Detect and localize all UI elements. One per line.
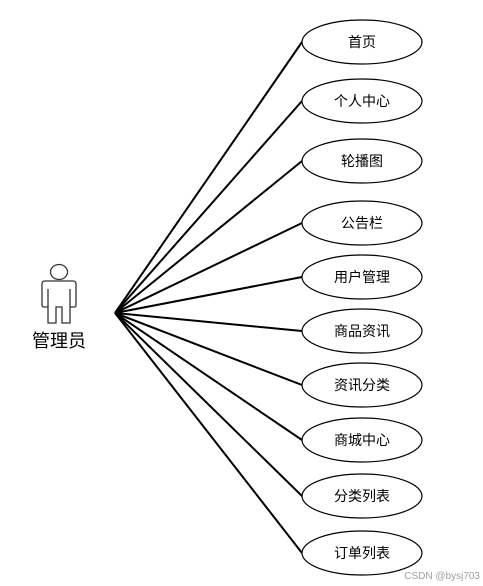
association-line — [114, 312, 303, 441]
use-case: 用户管理 — [301, 254, 423, 300]
use-case-ellipse — [301, 362, 423, 408]
association-line — [114, 222, 303, 314]
use-case-label: 公告栏 — [341, 216, 383, 232]
use-case: 订单列表 — [301, 530, 423, 576]
use-case-list: 首页 个人中心 轮播图 公告栏 用户管理 商品资讯 资讯分类 商城中心 — [301, 19, 423, 576]
use-case-ellipse — [301, 417, 423, 463]
association-line — [114, 160, 303, 314]
association-line — [114, 312, 303, 554]
use-case: 公告栏 — [301, 200, 423, 246]
association-line — [114, 100, 303, 314]
actor-icon — [41, 263, 77, 324]
use-case: 个人中心 — [301, 78, 423, 124]
use-case-label: 首页 — [348, 35, 376, 51]
use-case-ellipse — [301, 200, 423, 246]
use-case-label: 用户管理 — [334, 269, 390, 286]
use-case-label: 商城中心 — [334, 433, 390, 449]
use-case-ellipse — [301, 530, 423, 576]
use-case: 分类列表 — [301, 473, 423, 519]
use-case: 轮播图 — [301, 138, 423, 184]
use-case-ellipse — [301, 308, 423, 354]
association-lines — [114, 41, 303, 554]
use-case-ellipse — [301, 19, 423, 65]
use-case-label: 轮播图 — [341, 154, 383, 170]
association-line — [114, 41, 303, 314]
actor-body — [41, 280, 77, 324]
use-case: 商品资讯 — [301, 308, 423, 354]
use-case: 首页 — [301, 19, 423, 65]
use-case-label: 分类列表 — [334, 489, 390, 505]
watermark: CSDN @bysj703 — [404, 571, 480, 582]
use-case-ellipse — [301, 254, 423, 300]
use-case: 资讯分类 — [301, 362, 423, 408]
use-case-label: 个人中心 — [334, 94, 390, 110]
association-line — [114, 276, 303, 314]
use-case: 商城中心 — [301, 417, 423, 463]
association-line — [114, 312, 303, 497]
use-case-ellipse — [301, 473, 423, 519]
actor-label: 管理员 — [32, 331, 86, 352]
use-case-label: 资讯分类 — [334, 378, 390, 394]
association-line — [114, 312, 303, 332]
use-case-ellipse — [301, 138, 423, 184]
use-case-ellipse — [301, 78, 423, 124]
association-line — [114, 312, 303, 386]
actor: 管理员 — [32, 263, 86, 352]
use-case-label: 商品资讯 — [334, 324, 390, 340]
actor-head — [49, 263, 69, 281]
use-case-label: 订单列表 — [334, 546, 390, 562]
